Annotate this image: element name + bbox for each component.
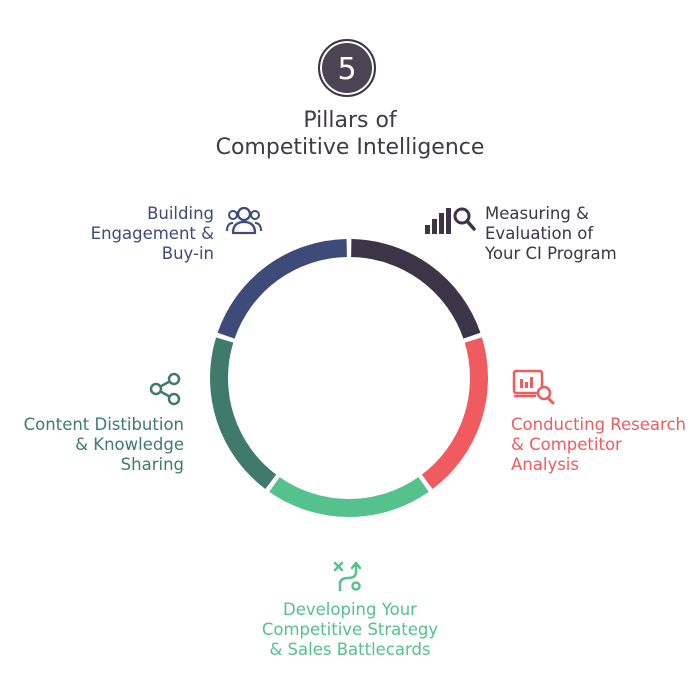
ring-segment-research (421, 337, 488, 490)
strategy-path-icon (332, 560, 364, 592)
ring-segment-strategy (269, 477, 429, 517)
pillar-label-engagement: Building Engagement & Buy-in (90, 204, 214, 263)
diagram-title-line2: Competitive Intelligence (215, 135, 485, 160)
diagram-title-line1: Pillars of (303, 108, 397, 133)
pillar-label-measuring: Measuring & Evaluation of Your CI Progra… (485, 204, 617, 263)
ring-segment-engagement (217, 239, 348, 339)
pillar-label-strategy: Developing Your Competitive Strategy & S… (261, 600, 439, 659)
ring-segment-content (210, 337, 277, 490)
pillar-label-research: Conducting Research & Competitor Analysi… (511, 415, 686, 474)
report-magnifier-icon (512, 369, 556, 405)
share-icon (147, 371, 183, 407)
pillar-count-badge: 5 (318, 39, 376, 97)
bar-chart-magnifier-icon (424, 205, 476, 235)
ring-segment-measuring (350, 239, 481, 339)
users-icon (226, 205, 262, 235)
pillar-label-content: Content Distibution & Knowledge Sharing (23, 415, 184, 474)
